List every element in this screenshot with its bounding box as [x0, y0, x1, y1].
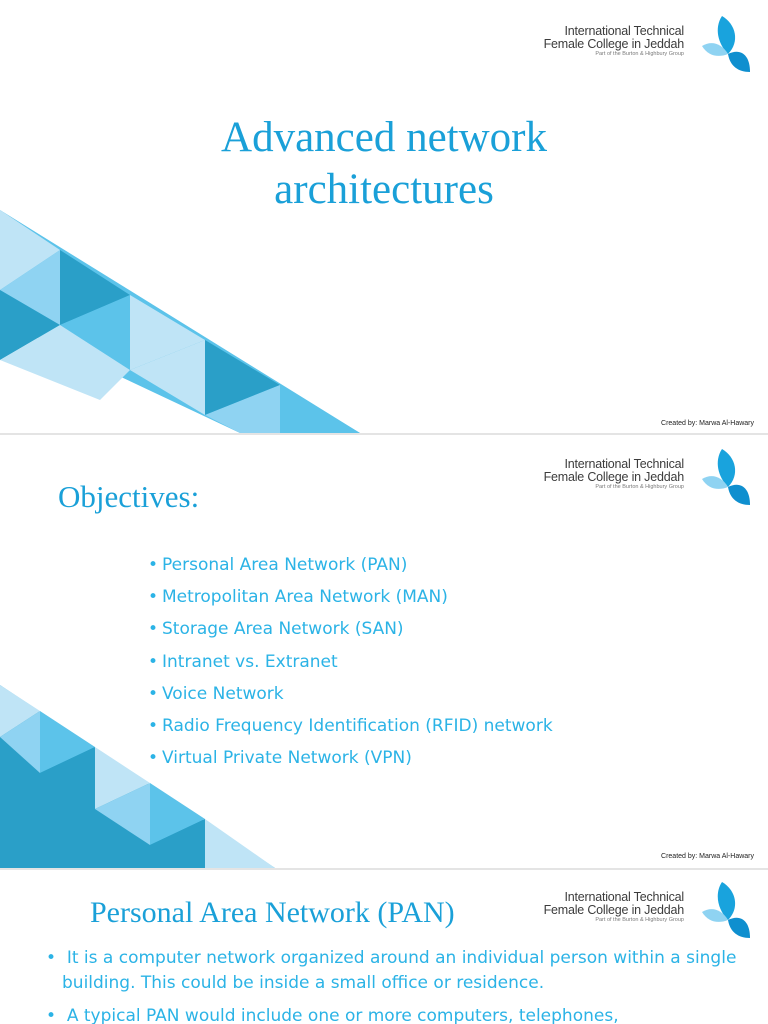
slide-divider — [0, 433, 768, 435]
logo-line-1: International Technical — [564, 890, 684, 904]
title-line-2: architectures — [274, 166, 494, 213]
slide-title: International Technical Female College i… — [0, 0, 768, 433]
leaf-icon — [702, 882, 750, 938]
list-item: •Radio Frequency Identification (RFID) n… — [148, 716, 553, 737]
logo-tagline: Part of the Burton & Highbury Group — [595, 51, 684, 57]
list-item: • A typical PAN would include one or mor… — [46, 1006, 619, 1024]
list-item: •Storage Area Network (SAN) — [148, 619, 404, 640]
college-logo: International Technical Female College i… — [544, 447, 754, 509]
logo-tagline: Part of the Burton & Highbury Group — [595, 917, 684, 923]
decorative-band — [0, 210, 360, 433]
leaf-icon — [702, 449, 750, 505]
list-item: •Voice Network — [148, 683, 284, 704]
objectives-list: •Personal Area Network (PAN) •Metropolit… — [148, 549, 553, 774]
logo-line-2: Female College in Jeddah — [543, 470, 685, 484]
list-item: • It is a computer network organized aro… — [46, 948, 737, 993]
logo-tagline: Part of the Burton & Highbury Group — [595, 484, 684, 490]
list-item: •Metropolitan Area Network (MAN) — [148, 587, 448, 608]
college-logo: International Technical Female College i… — [544, 14, 754, 76]
author-credit: Created by: Marwa Al-Hawary — [661, 420, 754, 427]
college-logo: International Technical Female College i… — [544, 880, 754, 942]
slide-pan: International Technical Female College i… — [0, 870, 768, 1024]
title-line-1: Advanced network — [221, 114, 547, 161]
author-credit: Created by: Marwa Al-Hawary — [661, 853, 754, 860]
pan-bullets: • It is a computer network organized aro… — [46, 946, 746, 1024]
leaf-icon — [702, 16, 750, 72]
list-item: •Intranet vs. Extranet — [148, 651, 338, 672]
objectives-title: Objectives: — [58, 479, 200, 514]
list-item: •Personal Area Network (PAN) — [148, 555, 408, 575]
logo-line-1: International Technical — [564, 457, 684, 471]
pan-title: Personal Area Network (PAN) — [90, 896, 455, 929]
logo-line-2: Female College in Jeddah — [543, 903, 685, 917]
slide-divider — [0, 868, 768, 870]
list-item: •Virtual Private Network (VPN) — [148, 748, 412, 769]
decorative-band — [0, 685, 275, 868]
slide-objectives: International Technical Female College i… — [0, 435, 768, 868]
logo-line-2: Female College in Jeddah — [543, 37, 685, 51]
logo-line-1: International Technical — [564, 24, 684, 38]
slide-main-title: Advanced network architectures — [0, 112, 768, 216]
